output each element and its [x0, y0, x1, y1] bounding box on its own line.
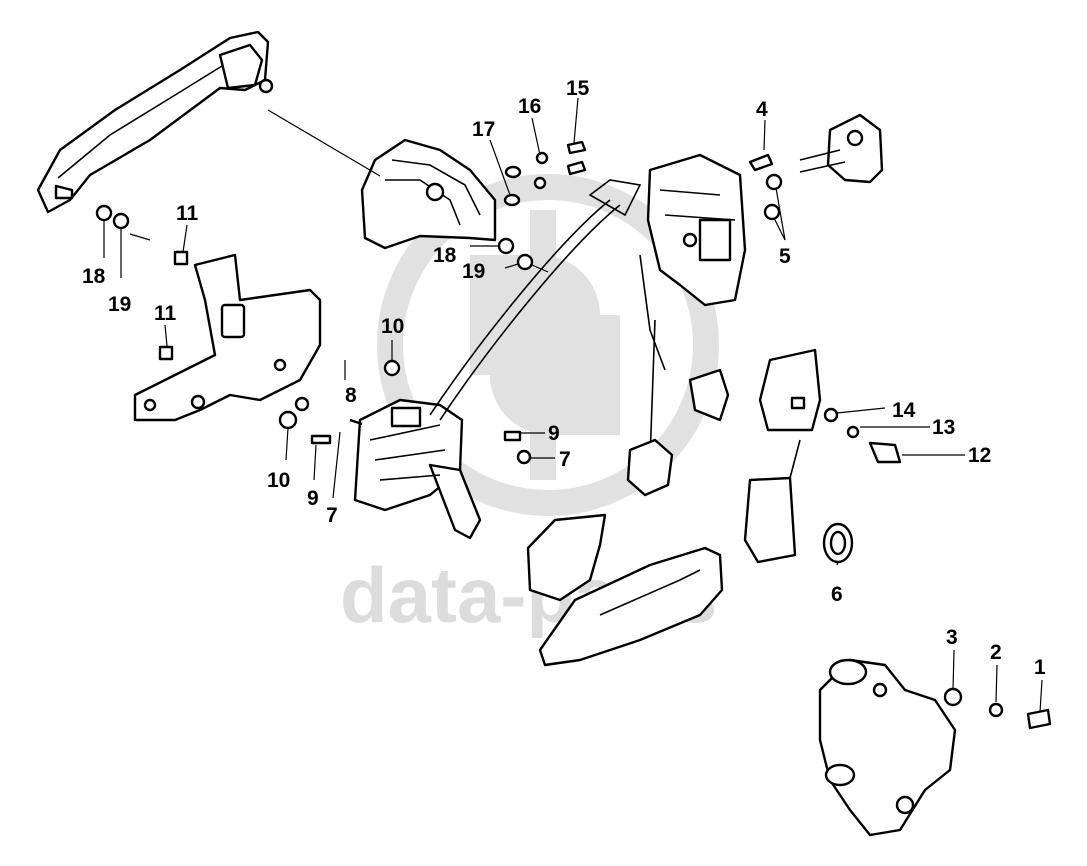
callout-18-a: 18: [82, 265, 106, 288]
callout-4: 4: [756, 98, 768, 121]
callout-10-b: 10: [267, 469, 290, 492]
outer-door-handle: [36, 30, 274, 214]
callout-7-b: 7: [326, 504, 338, 527]
callout-17: 17: [472, 118, 495, 141]
callout-1: 1: [1034, 656, 1046, 679]
callout-8: 8: [345, 384, 357, 407]
callout-2: 2: [990, 641, 1002, 664]
callout-5: 5: [779, 245, 791, 268]
callout-11-b: 11: [154, 302, 177, 325]
callout-13: 13: [932, 416, 955, 439]
lock-cylinder-housing: [818, 658, 957, 837]
callout-16: 16: [518, 95, 541, 118]
leader-lines: [103, 97, 1043, 713]
callout-12: 12: [968, 444, 991, 467]
control-module: [743, 439, 801, 564]
callout-14: 14: [892, 399, 916, 422]
grommet: [822, 522, 854, 564]
callout-6: 6: [831, 583, 843, 606]
callout-9-a: 9: [548, 422, 560, 445]
callout-15: 15: [566, 77, 590, 100]
door-striker: [799, 113, 884, 184]
lock-cover: [758, 348, 822, 432]
mounting-plate: [133, 253, 322, 422]
callout-18-b: 18: [433, 244, 457, 267]
callout-19-a: 19: [108, 293, 131, 316]
callout-11-a: 11: [176, 202, 199, 225]
control-cables: [429, 179, 666, 461]
small-hardware: [95, 140, 1052, 730]
callout-7-a: 7: [559, 448, 571, 471]
callout-labels: 1 2 3 4 5 6 7 7 8 9 9 10 10 11 11 12 13 …: [82, 77, 1046, 679]
door-latch: [646, 153, 747, 307]
callout-3: 3: [946, 626, 958, 649]
handle-reinforcement-bracket: [360, 138, 497, 250]
interior-handle-bezel: [526, 513, 724, 667]
callout-10-a: 10: [381, 315, 404, 338]
callout-19-b: 19: [462, 260, 485, 283]
inner-handle-assembly: [353, 398, 482, 540]
latch-rod-bracket: [626, 368, 730, 497]
callout-9-b: 9: [307, 487, 319, 510]
